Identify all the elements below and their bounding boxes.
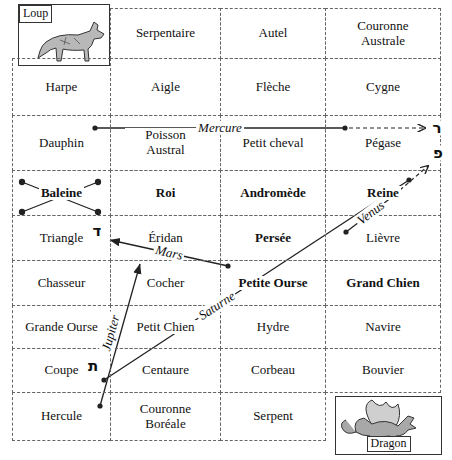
line-end-dot	[97, 403, 102, 408]
constellation-cell: Couronne Australe	[325, 8, 441, 59]
constellation-cell: Lièvre	[325, 215, 441, 261]
picture-box: Loup	[18, 4, 110, 66]
constellation-cell: Dauphin	[12, 115, 111, 171]
line-end-dot	[225, 263, 230, 268]
constellation-cell: Baleine	[12, 170, 111, 216]
constellation-name: Autel	[257, 26, 290, 41]
constellation-cell: Harpe	[12, 58, 111, 116]
constellation-cell: Chasseur	[12, 260, 111, 306]
constellation-name: Pégase	[363, 136, 403, 151]
constellation-cell: Persée	[220, 215, 326, 261]
dashed-pointer	[349, 127, 425, 128]
constellation-name: Roi	[154, 186, 178, 201]
constellation-name: Chasseur	[36, 276, 88, 291]
constellation-name: Lièvre	[364, 231, 402, 246]
constellation-cell: Bouvier	[325, 348, 441, 393]
constellation-name: Cygne	[364, 80, 402, 95]
constellation-name: Corbeau	[249, 363, 297, 378]
cross-dot	[96, 210, 101, 215]
picture-box: Dragon	[335, 396, 442, 455]
cross-mark	[20, 180, 101, 215]
constellation-name: Hydre	[255, 320, 292, 335]
constellation-cell: Serpent	[220, 392, 326, 441]
line-end-dot	[406, 177, 411, 182]
constellation-name: Couronne Boréale	[125, 402, 207, 432]
constellation-name: Petit cheval	[240, 136, 305, 151]
constellation-name: Navire	[363, 320, 402, 335]
planet-name: Mercure	[196, 121, 244, 135]
constellation-cell: Grand Chien	[325, 260, 441, 306]
constellation-name: Serpentaire	[134, 26, 197, 41]
wolf-fur	[60, 37, 80, 45]
constellation-cell: Couronne Boréale	[110, 392, 221, 441]
constellation-name: Éridan	[146, 231, 185, 246]
constellation-cell: Corbeau	[220, 348, 326, 393]
constellation-cell: Hydre	[220, 305, 326, 349]
constellation-cell: Aigle	[110, 58, 221, 116]
line-end-dot	[101, 377, 106, 382]
constellation-cell: Autel	[220, 8, 326, 59]
hebrew-letter: ת	[87, 359, 99, 374]
planet-name: Saturne	[194, 288, 239, 324]
constellation-name: Poisson Austral	[125, 128, 207, 158]
hebrew-letter: פ	[432, 146, 444, 161]
planet-name: Venus	[353, 197, 389, 229]
constellation-cell: Cocher	[110, 260, 221, 306]
cross-dot	[96, 180, 101, 185]
constellation-name: Triangle	[38, 231, 86, 246]
constellation-name: Flèche	[254, 80, 293, 95]
constellation-cell: Hercule	[12, 392, 111, 441]
constellation-cell: Flèche	[220, 58, 326, 116]
constellation-cell: Centaure	[110, 348, 221, 393]
hebrew-letter: ד	[92, 224, 103, 239]
hebrew-letter: ר	[431, 121, 442, 136]
constellation-name: Persée	[253, 231, 293, 246]
planet-name: Mars	[152, 243, 186, 264]
constellation-name: Couronne Australe	[342, 19, 424, 49]
constellation-cell: Andromède	[220, 170, 326, 216]
cross-dot	[20, 210, 25, 215]
constellation-cell: Navire	[325, 305, 441, 349]
constellation-name: Harpe	[44, 80, 80, 95]
constellation-name: Grand Chien	[344, 276, 421, 291]
constellation-name: Cocher	[145, 276, 187, 291]
constellation-name: Dragon	[367, 436, 411, 452]
constellation-name: Petite Ourse	[237, 276, 310, 291]
cross-line	[22, 182, 98, 212]
constellation-cell: Serpentaire	[110, 8, 221, 59]
cross-line	[22, 182, 98, 212]
constellation-cell: Cygne	[325, 58, 441, 116]
cross-dot	[20, 180, 25, 185]
constellation-cell: Grande Ourse	[12, 305, 111, 349]
planet-name: Jupiter	[99, 311, 124, 354]
constellation-name: Dauphin	[37, 136, 86, 151]
constellation-name: Hercule	[39, 409, 84, 424]
constellation-name: Loup	[19, 5, 52, 23]
line-end-dot	[92, 125, 97, 130]
constellation-name: Grande Ourse	[23, 320, 100, 335]
constellation-name: Serpent	[251, 409, 295, 424]
constellation-name: Coupe	[43, 363, 81, 378]
constellation-name: Petit Chien	[134, 320, 196, 335]
constellation-cell: Pégase	[325, 115, 441, 171]
constellation-name: Baleine	[39, 186, 84, 201]
constellation-cell: Roi	[110, 170, 221, 216]
line-end-dot	[343, 229, 348, 234]
constellation-name: Bouvier	[360, 363, 406, 378]
constellation-name: Aigle	[149, 80, 182, 95]
wolf-body	[38, 22, 104, 61]
constellation-name: Centaure	[140, 363, 191, 378]
wolf-figure	[38, 22, 104, 61]
constellation-name: Andromède	[238, 186, 307, 201]
line-end-dot	[342, 125, 347, 130]
constellation-name: Reine	[365, 186, 401, 201]
